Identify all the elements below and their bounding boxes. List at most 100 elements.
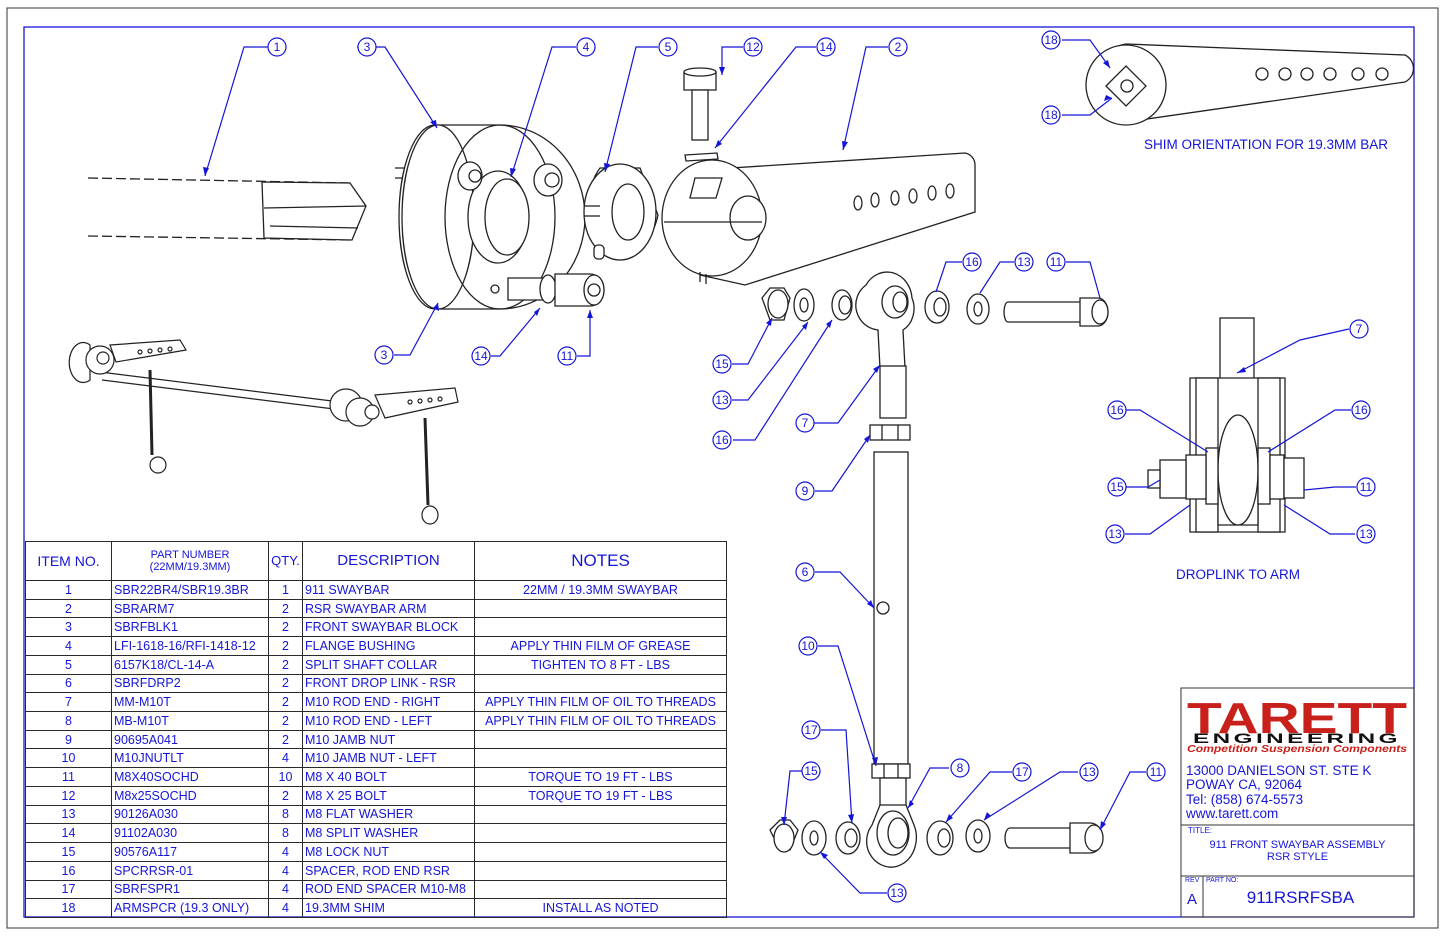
bom-qty: 4 [268,842,303,862]
bom-part-number: 6157K18/CL-14-A [111,654,269,675]
bom-part-number: ARMSPCR (19.3 ONLY) [111,898,269,918]
bom-notes [474,598,727,619]
part-no-label: PART NO: [1206,877,1239,884]
address-line-2: POWAY CA, 92064 [1186,777,1303,792]
bom-description: M8 X 25 BOLT [302,785,475,806]
bom-description: 19.3MM SHIM [302,898,475,918]
bom-item-no: 18 [25,898,112,918]
bom-part-number: 90695A041 [111,729,269,750]
bom-qty: 2 [268,636,303,656]
bom-part-number: 90126A030 [111,804,269,825]
balloon-11: 11 [1360,480,1373,494]
bom-notes [474,804,727,825]
rev-label: REV [1185,877,1200,884]
balloon-13: 13 [715,393,729,407]
bom-description: M8 LOCK NUT [302,842,475,862]
header-part-number: PART NUMBER (22MM/19.3MM) [111,541,269,581]
header-item-no: ITEM NO. [25,541,112,581]
website-link[interactable]: www.tarett.com [1186,806,1279,821]
bom-description: M8 X 40 BOLT [302,767,475,787]
balloon-12: 12 [746,40,760,54]
bom-qty: 2 [268,654,303,675]
bom-qty: 10 [268,767,303,787]
bom-part-number: M8X40SOCHD [111,767,269,787]
bom-qty: 2 [268,598,303,619]
bom-notes: TIGHTEN TO 8 FT - LBS [474,654,727,675]
bom-item-no: 7 [25,692,112,713]
bom-item-no: 11 [25,767,112,787]
bom-part-number: SBRARM7 [111,598,269,619]
bom-item-no: 17 [25,879,112,900]
bom-part-number: 91102A030 [111,823,269,844]
balloon-13: 13 [1108,527,1122,541]
bom-part-number: SBRFBLK1 [111,617,269,638]
bom-item-no: 10 [25,748,112,769]
sheet-border-outer [6,7,1439,929]
bom-description: M10 JAMB NUT - LEFT [302,748,475,769]
bom-description: FRONT SWAYBAR BLOCK [302,617,475,638]
balloon-1: 1 [274,40,281,54]
revision-value: A [1187,891,1198,908]
tarett-logo: TARETT ENGINEERING Competition Suspensio… [1187,694,1408,755]
bom-qty: 4 [268,898,303,918]
balloon-8: 8 [957,761,964,775]
leader-arrowheads [203,60,1246,859]
balloon-15: 15 [804,764,818,778]
split-collar-part [583,163,659,261]
bom-qty: 2 [268,711,303,731]
bom-description: M8 FLAT WASHER [302,804,475,825]
top-bolt-part [683,67,719,162]
shim-orientation-view [1085,43,1415,126]
droplink-part [769,424,1104,868]
bom-item-no: 1 [25,580,112,600]
bom-description: 911 SWAYBAR [302,580,475,600]
lower-bolt-part [507,273,605,307]
bom-item-no: 13 [25,804,112,825]
shim-orientation-caption: SHIM ORIENTATION FOR 19.3MM BAR [1144,137,1388,152]
balloon-5: 5 [665,40,672,54]
bom-part-number: M8x25SOCHD [111,785,269,806]
balloon-15: 15 [1110,480,1124,494]
bom-description: RSR SWAYBAR ARM [302,598,475,619]
bom-part-number: MB-M10T [111,711,269,731]
balloon-17: 17 [804,723,818,737]
header-notes: NOTES [474,541,727,581]
bom-notes: APPLY THIN FILM OF OIL TO THREADS [474,711,727,731]
bom-notes [474,748,727,769]
bom-part-number: SBR22BR4/SBR19.3BR [111,580,269,600]
balloon-16: 16 [1110,403,1124,417]
bom-item-no: 2 [25,598,112,619]
bom-notes [474,823,727,844]
bom-description: M8 SPLIT WASHER [302,823,475,844]
balloon-11: 11 [1050,255,1063,269]
logo-sub-text: ENGINEERING [1193,730,1401,746]
balloon-13: 13 [890,886,904,900]
drawing-title-line-2: RSR STYLE [1266,851,1329,863]
header-qty: QTY. [268,541,303,581]
title-label: TITLE: [1188,826,1213,835]
swaybar-arm-part [661,152,976,286]
bom-qty: 2 [268,617,303,638]
balloon-4: 4 [583,40,590,54]
balloon-13: 13 [1359,527,1373,541]
bill-of-materials: ITEM NO. PART NUMBER (22MM/19.3MM) QTY. … [25,541,727,918]
bom-item-no: 8 [25,711,112,731]
bom-notes: APPLY THIN FILM OF GREASE [474,636,727,656]
balloon-16: 16 [965,255,979,269]
balloon-9: 9 [802,484,809,498]
balloon-14: 14 [819,40,833,54]
balloon-15: 15 [715,357,729,371]
address-line-1: 13000 DANIELSON ST. STE K [1186,763,1372,778]
